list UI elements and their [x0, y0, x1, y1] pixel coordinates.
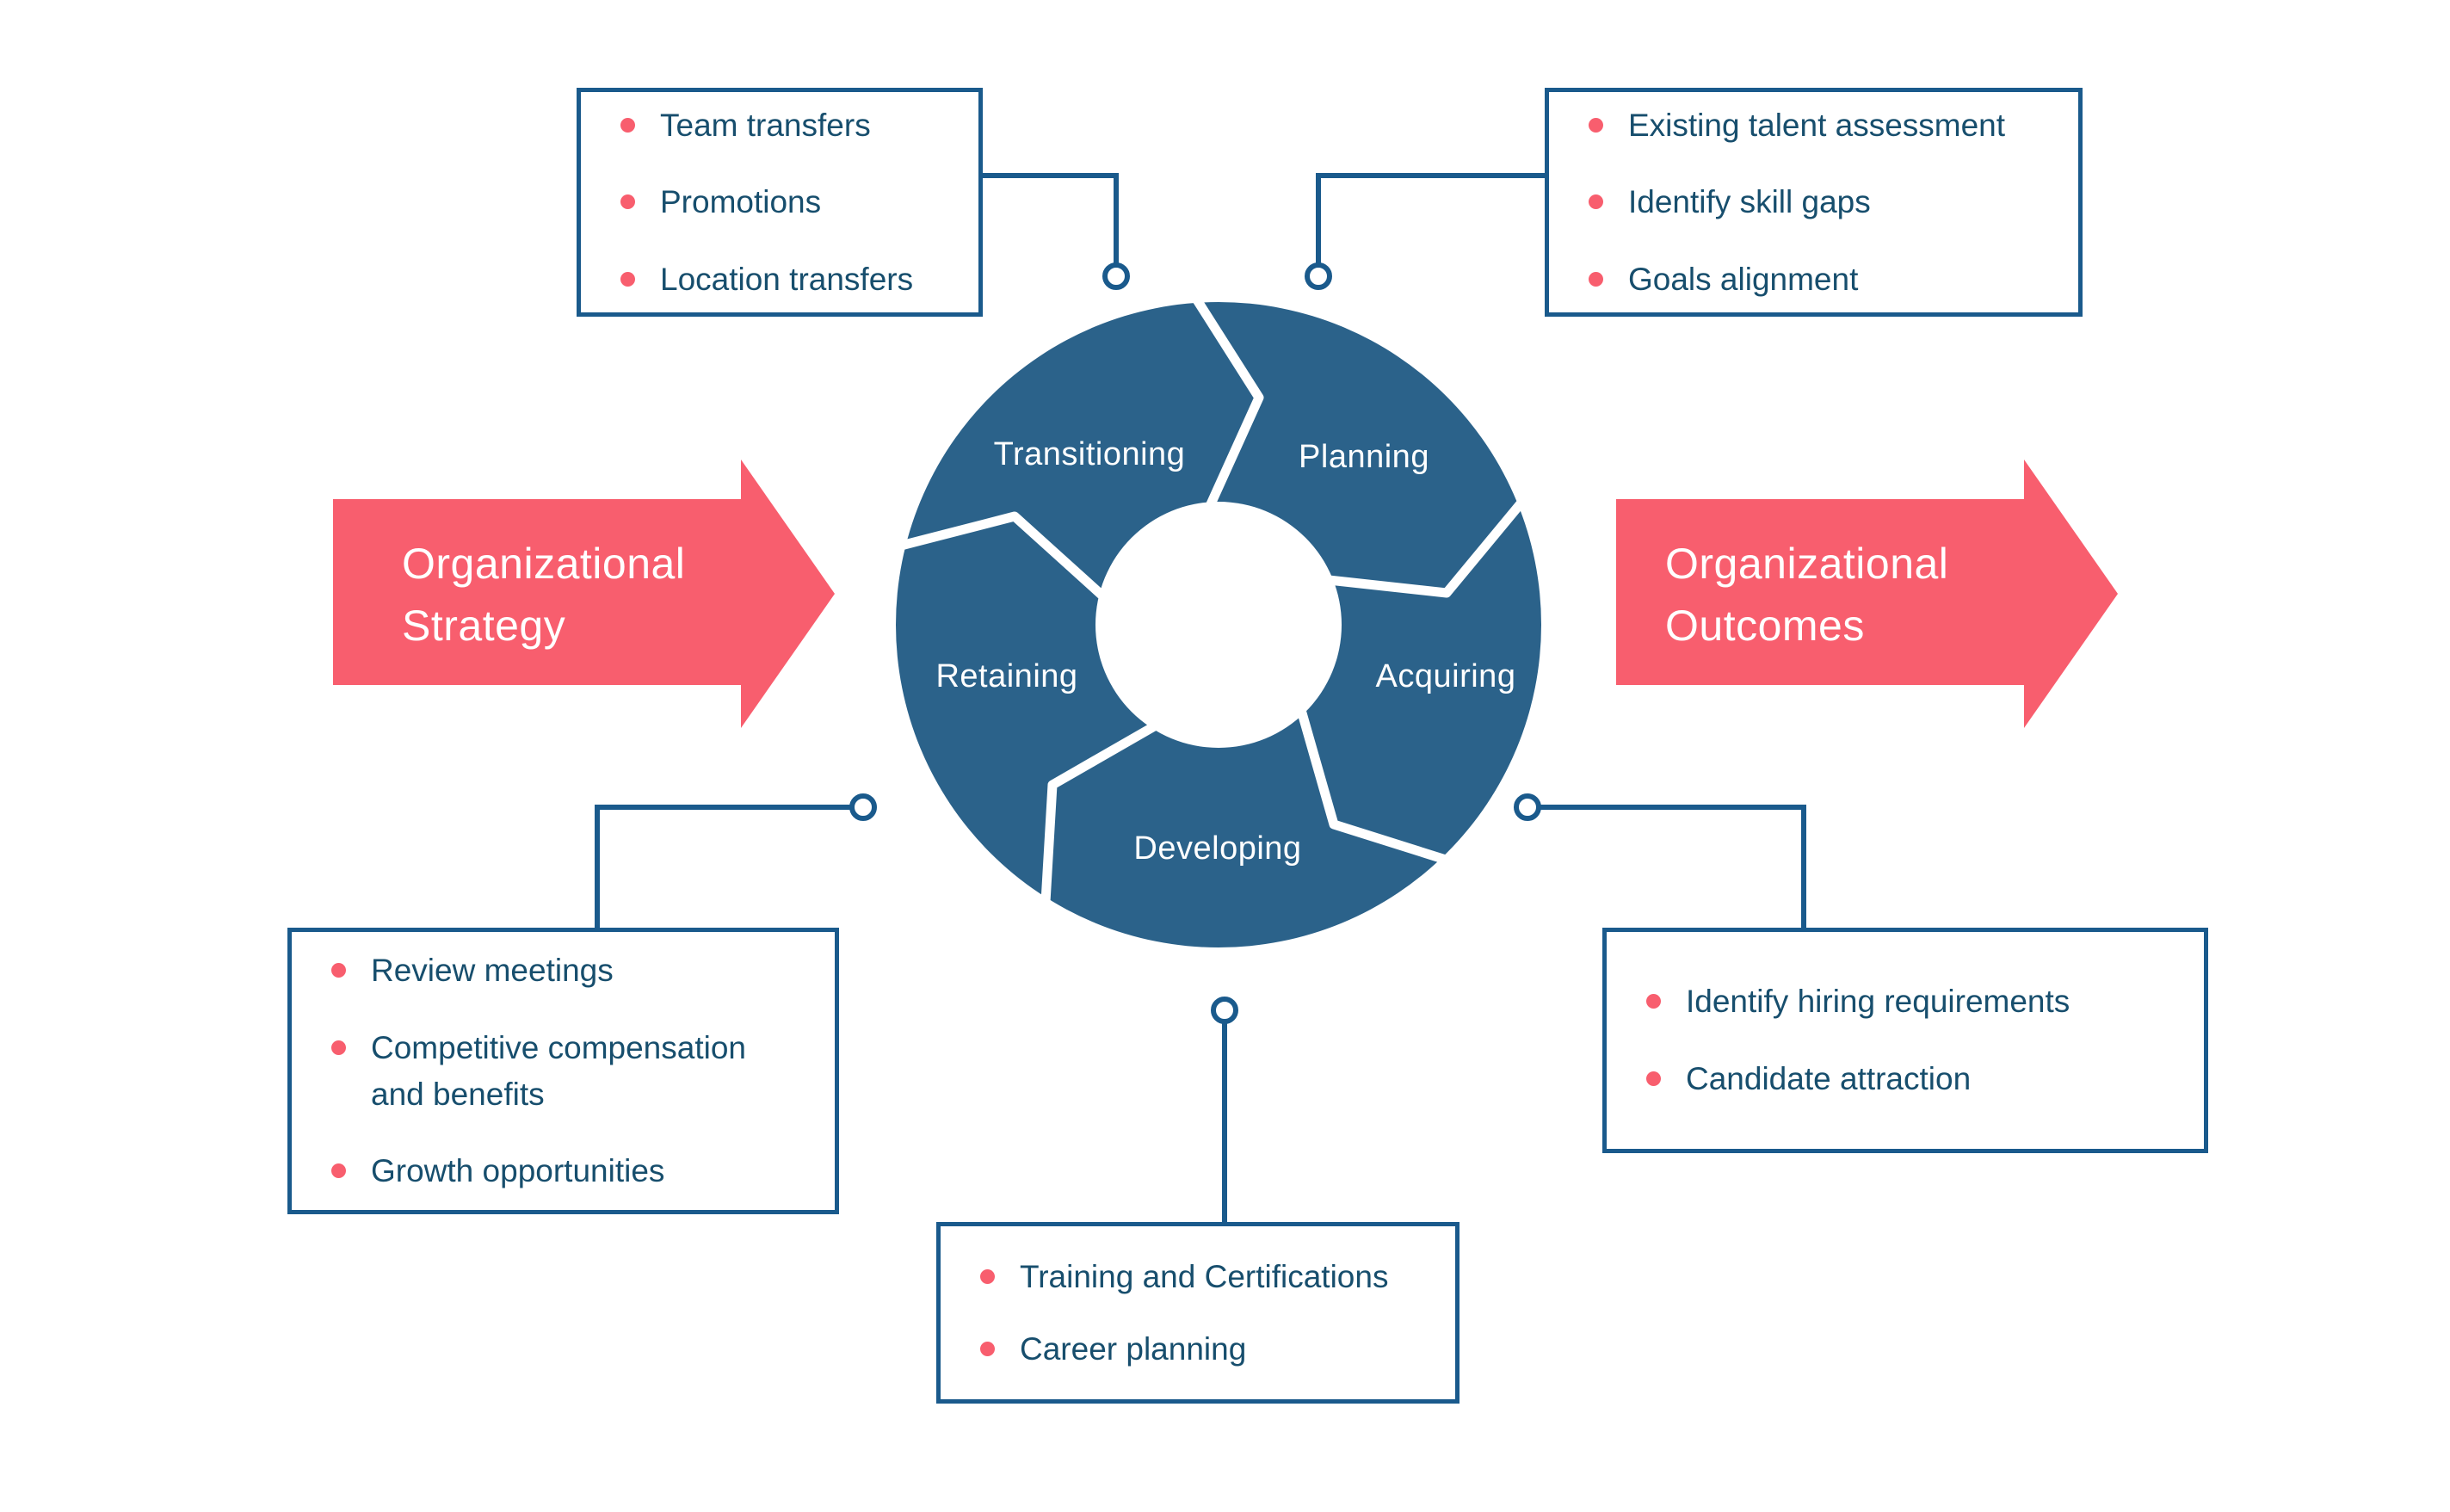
callout-bottom-right-acquiring: Identify hiring requirements Candidate a… — [1602, 928, 2208, 1153]
list-item-label: Team transfers — [660, 107, 871, 143]
list-item: Identify skill gaps — [1589, 179, 2054, 225]
callout-bottom-center-developing: Training and Certifications Career plann… — [936, 1222, 1460, 1404]
callout-top-left-transitioning: Team transfers Promotions Location trans… — [577, 88, 983, 317]
bullet-icon — [620, 194, 635, 210]
list-item: Growth opportunities — [331, 1148, 811, 1194]
list-item: Location transfers — [620, 256, 954, 303]
list-item: Career planning — [980, 1326, 1431, 1373]
list-item-label: Goals alignment — [1628, 261, 1859, 297]
list-item-label: Growth opportunities — [371, 1153, 665, 1189]
connector-bottom-right — [1514, 793, 1806, 928]
list-item: Training and Certifications — [980, 1254, 1431, 1300]
bullet-icon — [1589, 271, 1603, 287]
connector-node-circle — [849, 793, 877, 821]
connector-line — [1527, 805, 1806, 928]
connector-line — [1316, 173, 1545, 276]
connector-bottom-left — [595, 793, 877, 929]
cycle-donut: Planning Acquiring Developing Retaining … — [896, 296, 1541, 947]
organizational-strategy-arrow: Organizational Strategy — [333, 460, 835, 728]
arrow-label-line2: Outcomes — [1665, 602, 1865, 650]
list-item: Promotions — [620, 179, 954, 225]
connector-node-circle — [1102, 262, 1130, 290]
arrow-label-line1: Organizational — [1665, 540, 1948, 588]
connector-top-right — [1305, 173, 1545, 290]
list-item-label: Identify hiring requirements — [1686, 984, 2070, 1020]
list-item-label: Competitive compensation and benefits — [371, 1029, 746, 1112]
list-item-label: Candidate attraction — [1686, 1061, 1972, 1096]
list-item-label: Location transfers — [660, 261, 914, 297]
connector-line — [983, 173, 1119, 276]
arrow-right-icon — [333, 460, 835, 728]
segment-divider-developing-retaining — [1040, 721, 1158, 903]
bullet-icon — [1589, 194, 1603, 210]
list-item-label: Career planning — [1020, 1330, 1247, 1367]
connector-line — [595, 805, 863, 929]
callout-bottom-left-retaining: Review meetings Competitive compensation… — [287, 928, 839, 1214]
bullet-icon — [331, 1040, 346, 1055]
bullet-icon — [1646, 994, 1661, 1009]
list-item: Goals alignment — [1589, 256, 2054, 303]
bullet-icon — [1646, 1071, 1661, 1086]
bullet-icon — [620, 117, 635, 133]
donut-hole — [1095, 502, 1342, 748]
list-item: Candidate attraction — [1646, 1056, 2180, 1102]
segment-divider-planning-transitioning — [1192, 296, 1264, 509]
segment-label-transitioning: Transitioning — [994, 436, 1186, 472]
list-item: Review meetings — [331, 947, 811, 994]
segment-divider-planning-acquiring — [1328, 499, 1526, 598]
connector-node-circle — [1305, 262, 1332, 290]
connector-top-left — [983, 173, 1130, 290]
connector-node-circle — [1514, 793, 1541, 821]
arrow-label-line1: Organizational — [402, 540, 685, 588]
bullet-icon — [331, 1163, 346, 1179]
list-item-label: Training and Certifications — [1020, 1258, 1389, 1294]
segment-label-developing: Developing — [1133, 830, 1301, 867]
list-item-label: Promotions — [660, 184, 822, 220]
list-item: Existing talent assessment — [1589, 102, 2054, 149]
callout-top-right-planning: Existing talent assessment Identify skil… — [1545, 88, 2083, 317]
segment-divider-acquiring-developing — [1296, 708, 1447, 865]
organizational-outcomes-arrow: Organizational Outcomes — [1616, 460, 2118, 728]
bullet-icon — [980, 1341, 995, 1356]
segment-label-acquiring: Acquiring — [1376, 658, 1516, 694]
list-item: Identify hiring requirements — [1646, 978, 2180, 1025]
bullet-icon — [1589, 117, 1603, 133]
list-item-label: Existing talent assessment — [1628, 107, 2006, 143]
list-item: Team transfers — [620, 102, 954, 149]
arrow-label-line2: Strategy — [402, 602, 565, 650]
bullet-icon — [331, 963, 346, 978]
segment-divider-retaining-transitioning — [899, 511, 1107, 601]
list-item-label: Review meetings — [371, 953, 614, 989]
segment-label-retaining: Retaining — [935, 658, 1077, 694]
connector-node-circle — [1211, 997, 1238, 1024]
segment-label-planning: Planning — [1299, 439, 1429, 475]
connector-bottom-center — [1211, 997, 1238, 1222]
arrow-right-icon — [1616, 460, 2118, 728]
bullet-icon — [620, 271, 635, 287]
bullet-icon — [980, 1268, 995, 1284]
list-item-label: Identify skill gaps — [1628, 184, 1871, 220]
list-item: Competitive compensation and benefits — [331, 1025, 811, 1117]
